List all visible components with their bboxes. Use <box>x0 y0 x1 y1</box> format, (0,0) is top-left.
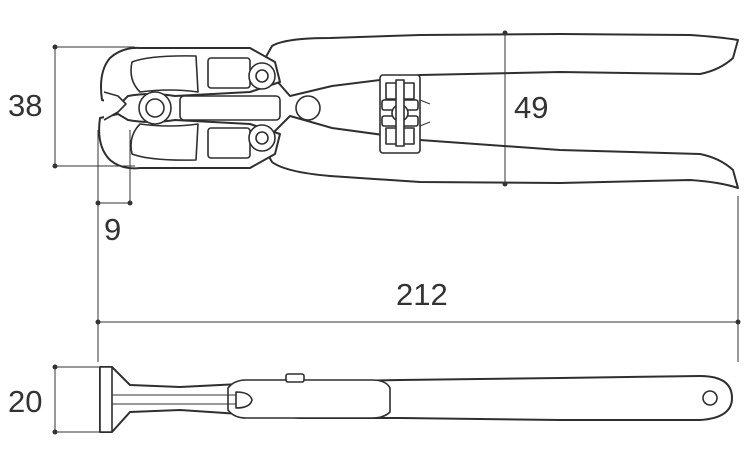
lower-handle <box>261 115 739 189</box>
lower-jaw-panel <box>130 123 199 161</box>
dimension-20: 20 <box>8 384 42 419</box>
main-pivot-bolt-inner <box>145 98 165 118</box>
upper-handle <box>261 33 739 97</box>
upper-handle-pivot-inner <box>255 69 269 83</box>
center-link <box>179 95 281 121</box>
side-jaw-head <box>99 366 113 433</box>
side-pivot <box>235 391 253 409</box>
adjustment-mechanism <box>379 74 421 154</box>
side-top-knob <box>285 373 305 383</box>
side-handle <box>99 366 733 433</box>
dimension-38: 38 <box>8 88 42 123</box>
cutter-side-view <box>99 366 733 433</box>
handle-center-pivot <box>295 95 321 121</box>
dimension-212: 212 <box>396 277 448 312</box>
cutting-edge <box>103 91 127 121</box>
dimension-49: 49 <box>514 90 548 125</box>
dimension-lines-top <box>52 30 741 362</box>
upper-jaw-slot <box>207 57 251 89</box>
dimension-lines-side <box>52 364 100 435</box>
dimension-9: 9 <box>104 212 121 247</box>
cutter-top-view <box>98 33 739 189</box>
upper-jaw-panel <box>130 55 199 93</box>
lower-jaw-slot <box>207 127 251 159</box>
hanging-hole <box>702 390 718 406</box>
handle-grip-line <box>419 99 431 127</box>
lower-handle-pivot-inner <box>255 131 269 145</box>
side-linkage <box>227 379 391 419</box>
